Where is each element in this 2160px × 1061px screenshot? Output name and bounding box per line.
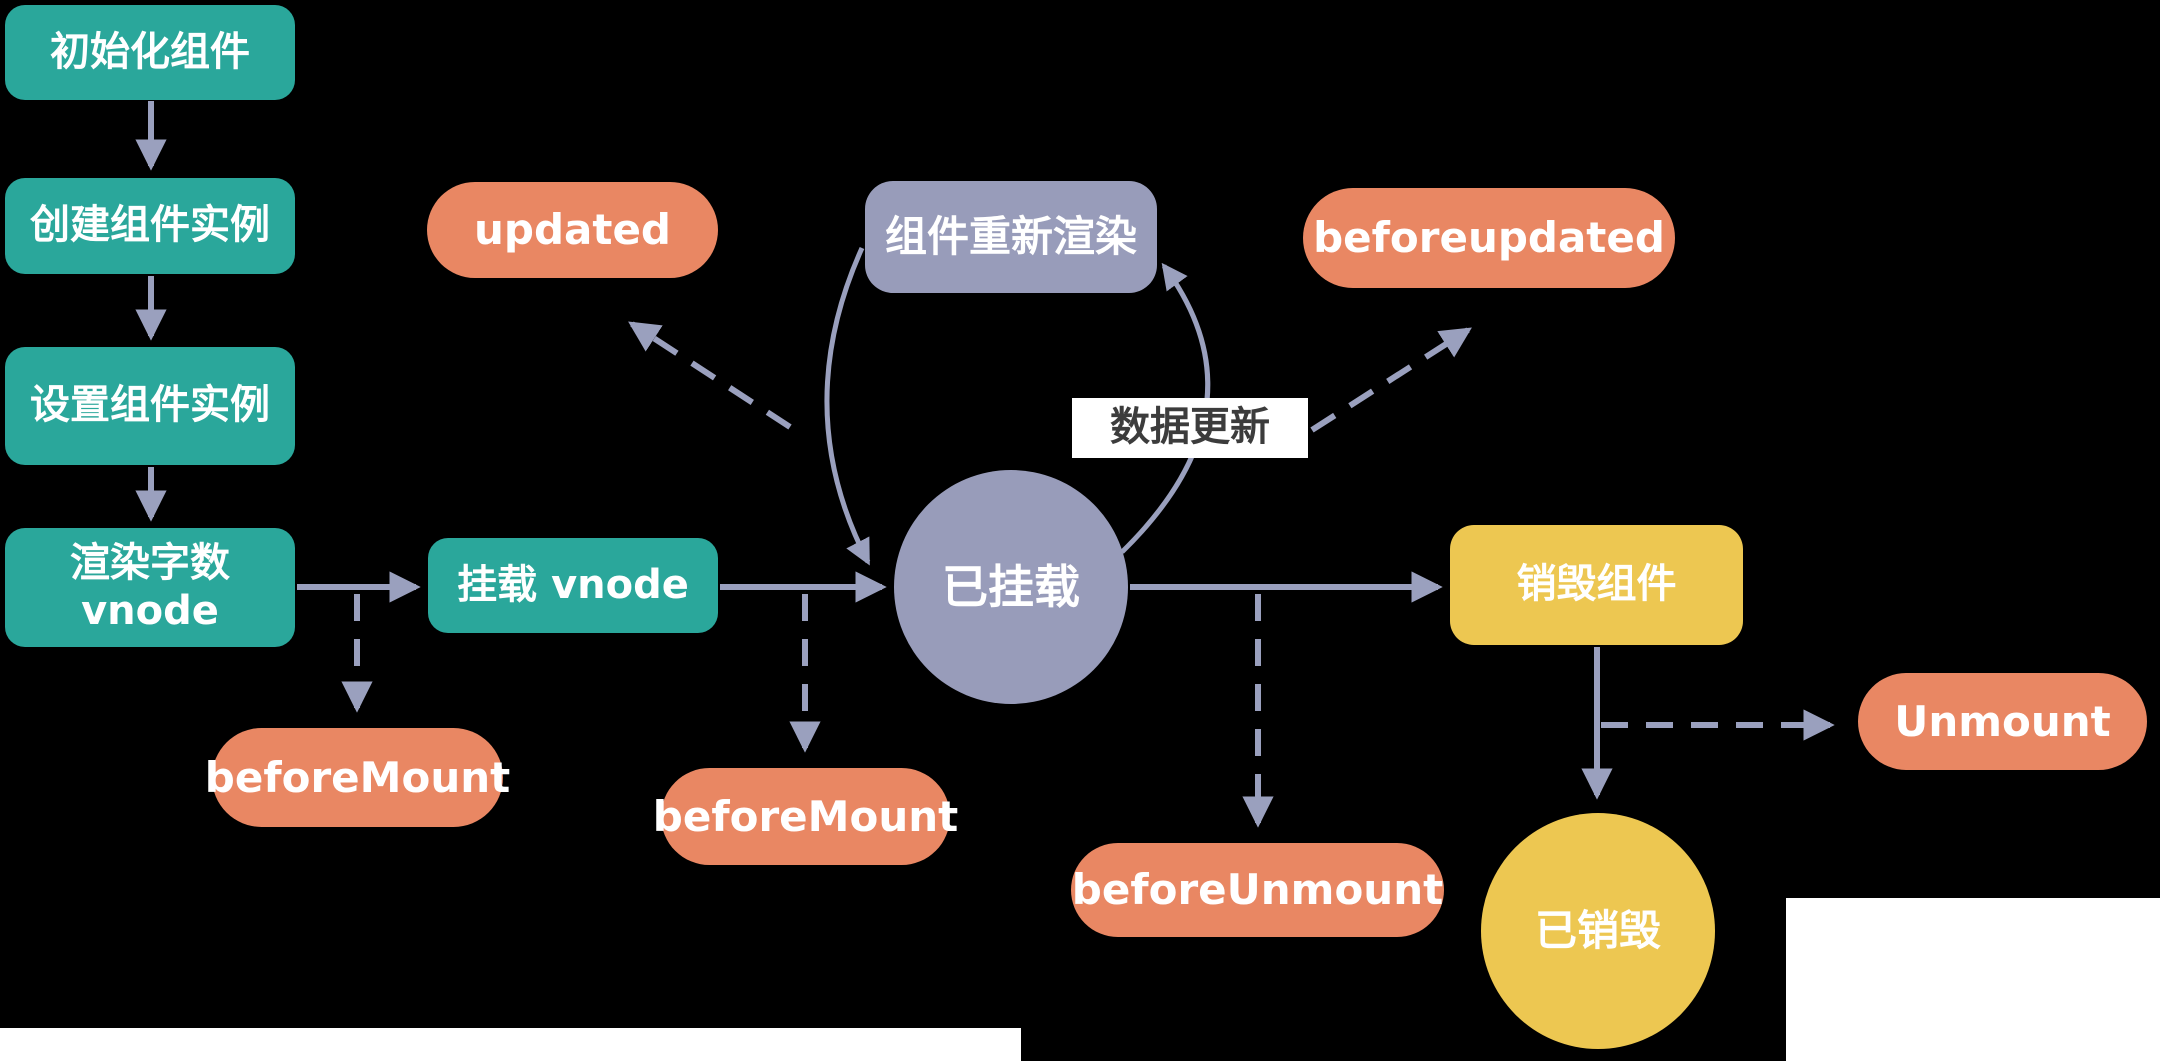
- edge-rerender-to-mounted-arc: [824, 246, 871, 566]
- node-beforemount-1: beforeMount: [205, 728, 510, 827]
- node-rerender: 组件重新渲染: [865, 181, 1157, 293]
- data-update-label: 数据更新: [1072, 398, 1308, 458]
- node-beforeupdated: beforeupdated: [1303, 188, 1675, 288]
- node-updated: updated: [427, 182, 718, 278]
- node-beforeunmount: beforeUnmount: [1071, 843, 1444, 937]
- edge-dashed-updated: [628, 321, 792, 430]
- node-init-component: 初始化组件: [5, 5, 295, 100]
- node-render-vnode-line2: vnode: [81, 587, 219, 634]
- node-unmount: Unmount: [1858, 673, 2147, 770]
- node-render-vnode: 渲染字数 vnode: [5, 528, 295, 647]
- white-rect-bottom-right: [1786, 898, 2160, 1061]
- node-destroyed-circle: 已销毁: [1481, 813, 1715, 1049]
- node-render-vnode-line1: 渲染字数: [70, 540, 230, 587]
- edge-dashed-beforeupdated: [1310, 327, 1472, 433]
- node-mount-vnode: 挂载 vnode: [428, 538, 718, 633]
- node-setup-instance: 设置组件实例: [5, 347, 295, 465]
- node-create-instance: 创建组件实例: [5, 178, 295, 274]
- node-mounted-circle: 已挂载: [894, 470, 1128, 704]
- node-destroy-component: 销毁组件: [1450, 525, 1743, 645]
- white-strip-bottom-left: [0, 1028, 1021, 1061]
- node-beforemount-2: beforeMount: [653, 768, 958, 865]
